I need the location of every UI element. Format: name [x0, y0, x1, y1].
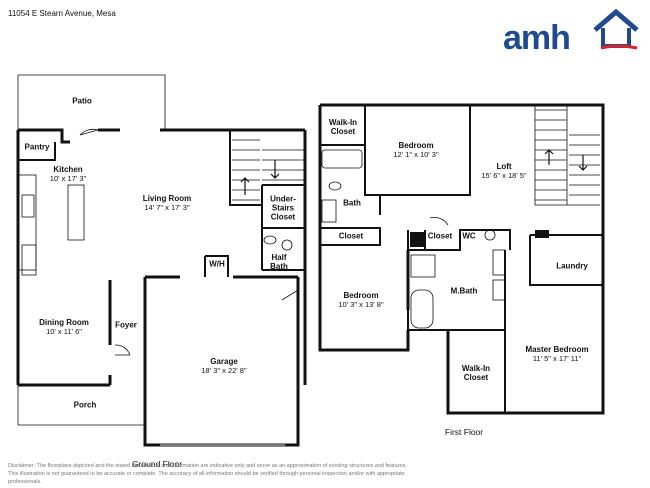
room-water-heater: W/H	[209, 259, 225, 269]
first-floor-caption: First Floor	[444, 427, 484, 437]
room-pantry: Pantry	[24, 142, 50, 152]
amh-logo: amh	[503, 8, 643, 57]
disclaimer: Disclaimer: The floorplans depicted and …	[8, 462, 428, 486]
room-closet-1: Closet	[338, 231, 364, 241]
ground-floor-caption: Ground Floor	[131, 459, 183, 469]
gf-stairs	[232, 139, 305, 201]
room-patio: Patio	[72, 96, 92, 106]
address-title: 11054 E Stearn Avenue, Mesa	[8, 9, 116, 18]
room-master-bath: M.Bath	[450, 286, 478, 296]
ff-right-wall	[446, 103, 605, 415]
room-porch: Porch	[73, 400, 97, 410]
room-closet-2: Closet	[427, 231, 453, 241]
disclaimer-line-1: Disclaimer: The floorplans depicted and …	[8, 463, 407, 469]
ff-stairs	[534, 105, 600, 206]
disclaimer-line-2: This illustration is not guaranteed to b…	[8, 471, 405, 485]
room-bath: Bath	[343, 198, 361, 208]
house-roof-icon	[593, 8, 639, 50]
room-laundry: Laundry	[556, 261, 588, 271]
gf-top-left-wall	[18, 128, 70, 144]
room-wc: WC	[462, 231, 476, 241]
room-foyer: Foyer	[115, 320, 137, 330]
logo-text: amh	[503, 19, 571, 57]
